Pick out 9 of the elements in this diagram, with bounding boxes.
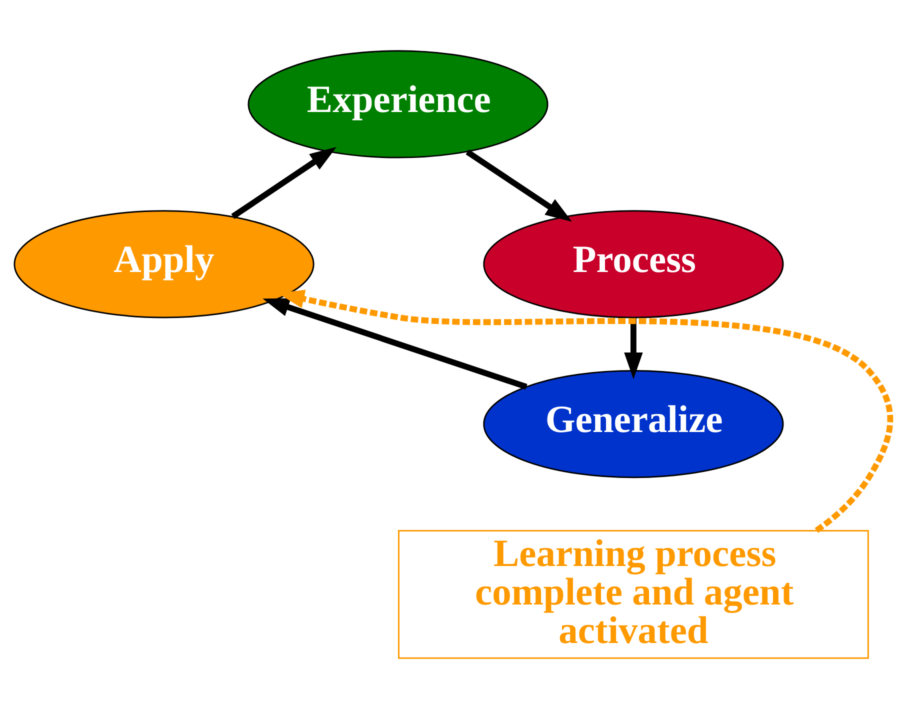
- node-ellipse: Process: [483, 210, 784, 318]
- node-ellipse: Experience: [248, 50, 548, 158]
- arrow: [231, 146, 337, 219]
- arrow: [624, 317, 643, 380]
- arrow: [466, 150, 572, 222]
- node-box: Learning process complete and agent activated: [398, 530, 869, 659]
- node-ellipse: Apply: [14, 210, 314, 318]
- arrow: [262, 298, 528, 390]
- node-ellipse: Generalize: [483, 370, 784, 478]
